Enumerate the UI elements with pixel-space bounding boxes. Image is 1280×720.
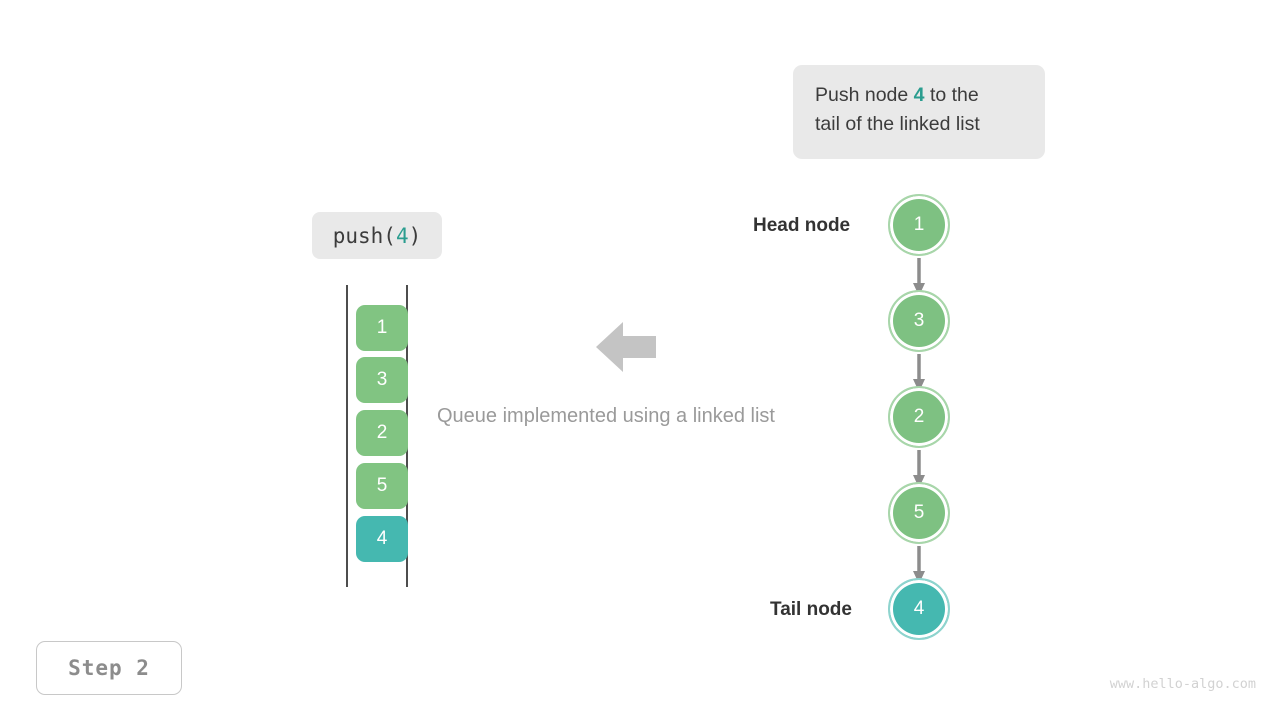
queue-cell: 2 (356, 410, 408, 456)
linked-list-container: 1 3 2 5 4 (860, 180, 990, 650)
callout-box: Push node 4 to the tail of the linked li… (793, 65, 1045, 159)
list-node-highlighted: 4 (888, 578, 950, 640)
arrow-down-icon (912, 546, 926, 584)
arrow-down-icon (912, 258, 926, 296)
callout-text-suffix: to the (924, 84, 979, 106)
list-node: 1 (888, 194, 950, 256)
tail-node-label: Tail node (770, 599, 852, 620)
queue-cell-highlighted: 4 (356, 516, 408, 562)
step-badge: Step 2 (36, 641, 182, 695)
queue-cell: 3 (356, 357, 408, 403)
operation-label-prefix: push( (332, 223, 396, 248)
queue-container: 1 3 2 5 4 (340, 285, 420, 587)
callout-node-value: 4 (913, 84, 925, 106)
list-node: 3 (888, 290, 950, 352)
callout-line-1: Push node 4 to the (815, 81, 1023, 110)
arrow-left-icon (596, 319, 656, 375)
callout-line-2: tail of the linked list (815, 113, 980, 135)
queue-cell: 5 (356, 463, 408, 509)
watermark: www.hello-algo.com (1109, 676, 1256, 692)
operation-label: push(4) (312, 212, 442, 259)
callout-text-prefix: Push node (815, 84, 914, 106)
list-node: 2 (888, 386, 950, 448)
diagram-caption: Queue implemented using a linked list (437, 405, 775, 427)
arrow-down-icon (912, 354, 926, 392)
queue-cell: 1 (356, 305, 408, 351)
queue-rail-left (346, 285, 348, 587)
head-node-label: Head node (753, 215, 851, 236)
operation-argument: 4 (395, 223, 409, 248)
operation-label-suffix: ) (408, 223, 422, 248)
arrow-down-icon (912, 450, 926, 488)
list-node: 5 (888, 482, 950, 544)
